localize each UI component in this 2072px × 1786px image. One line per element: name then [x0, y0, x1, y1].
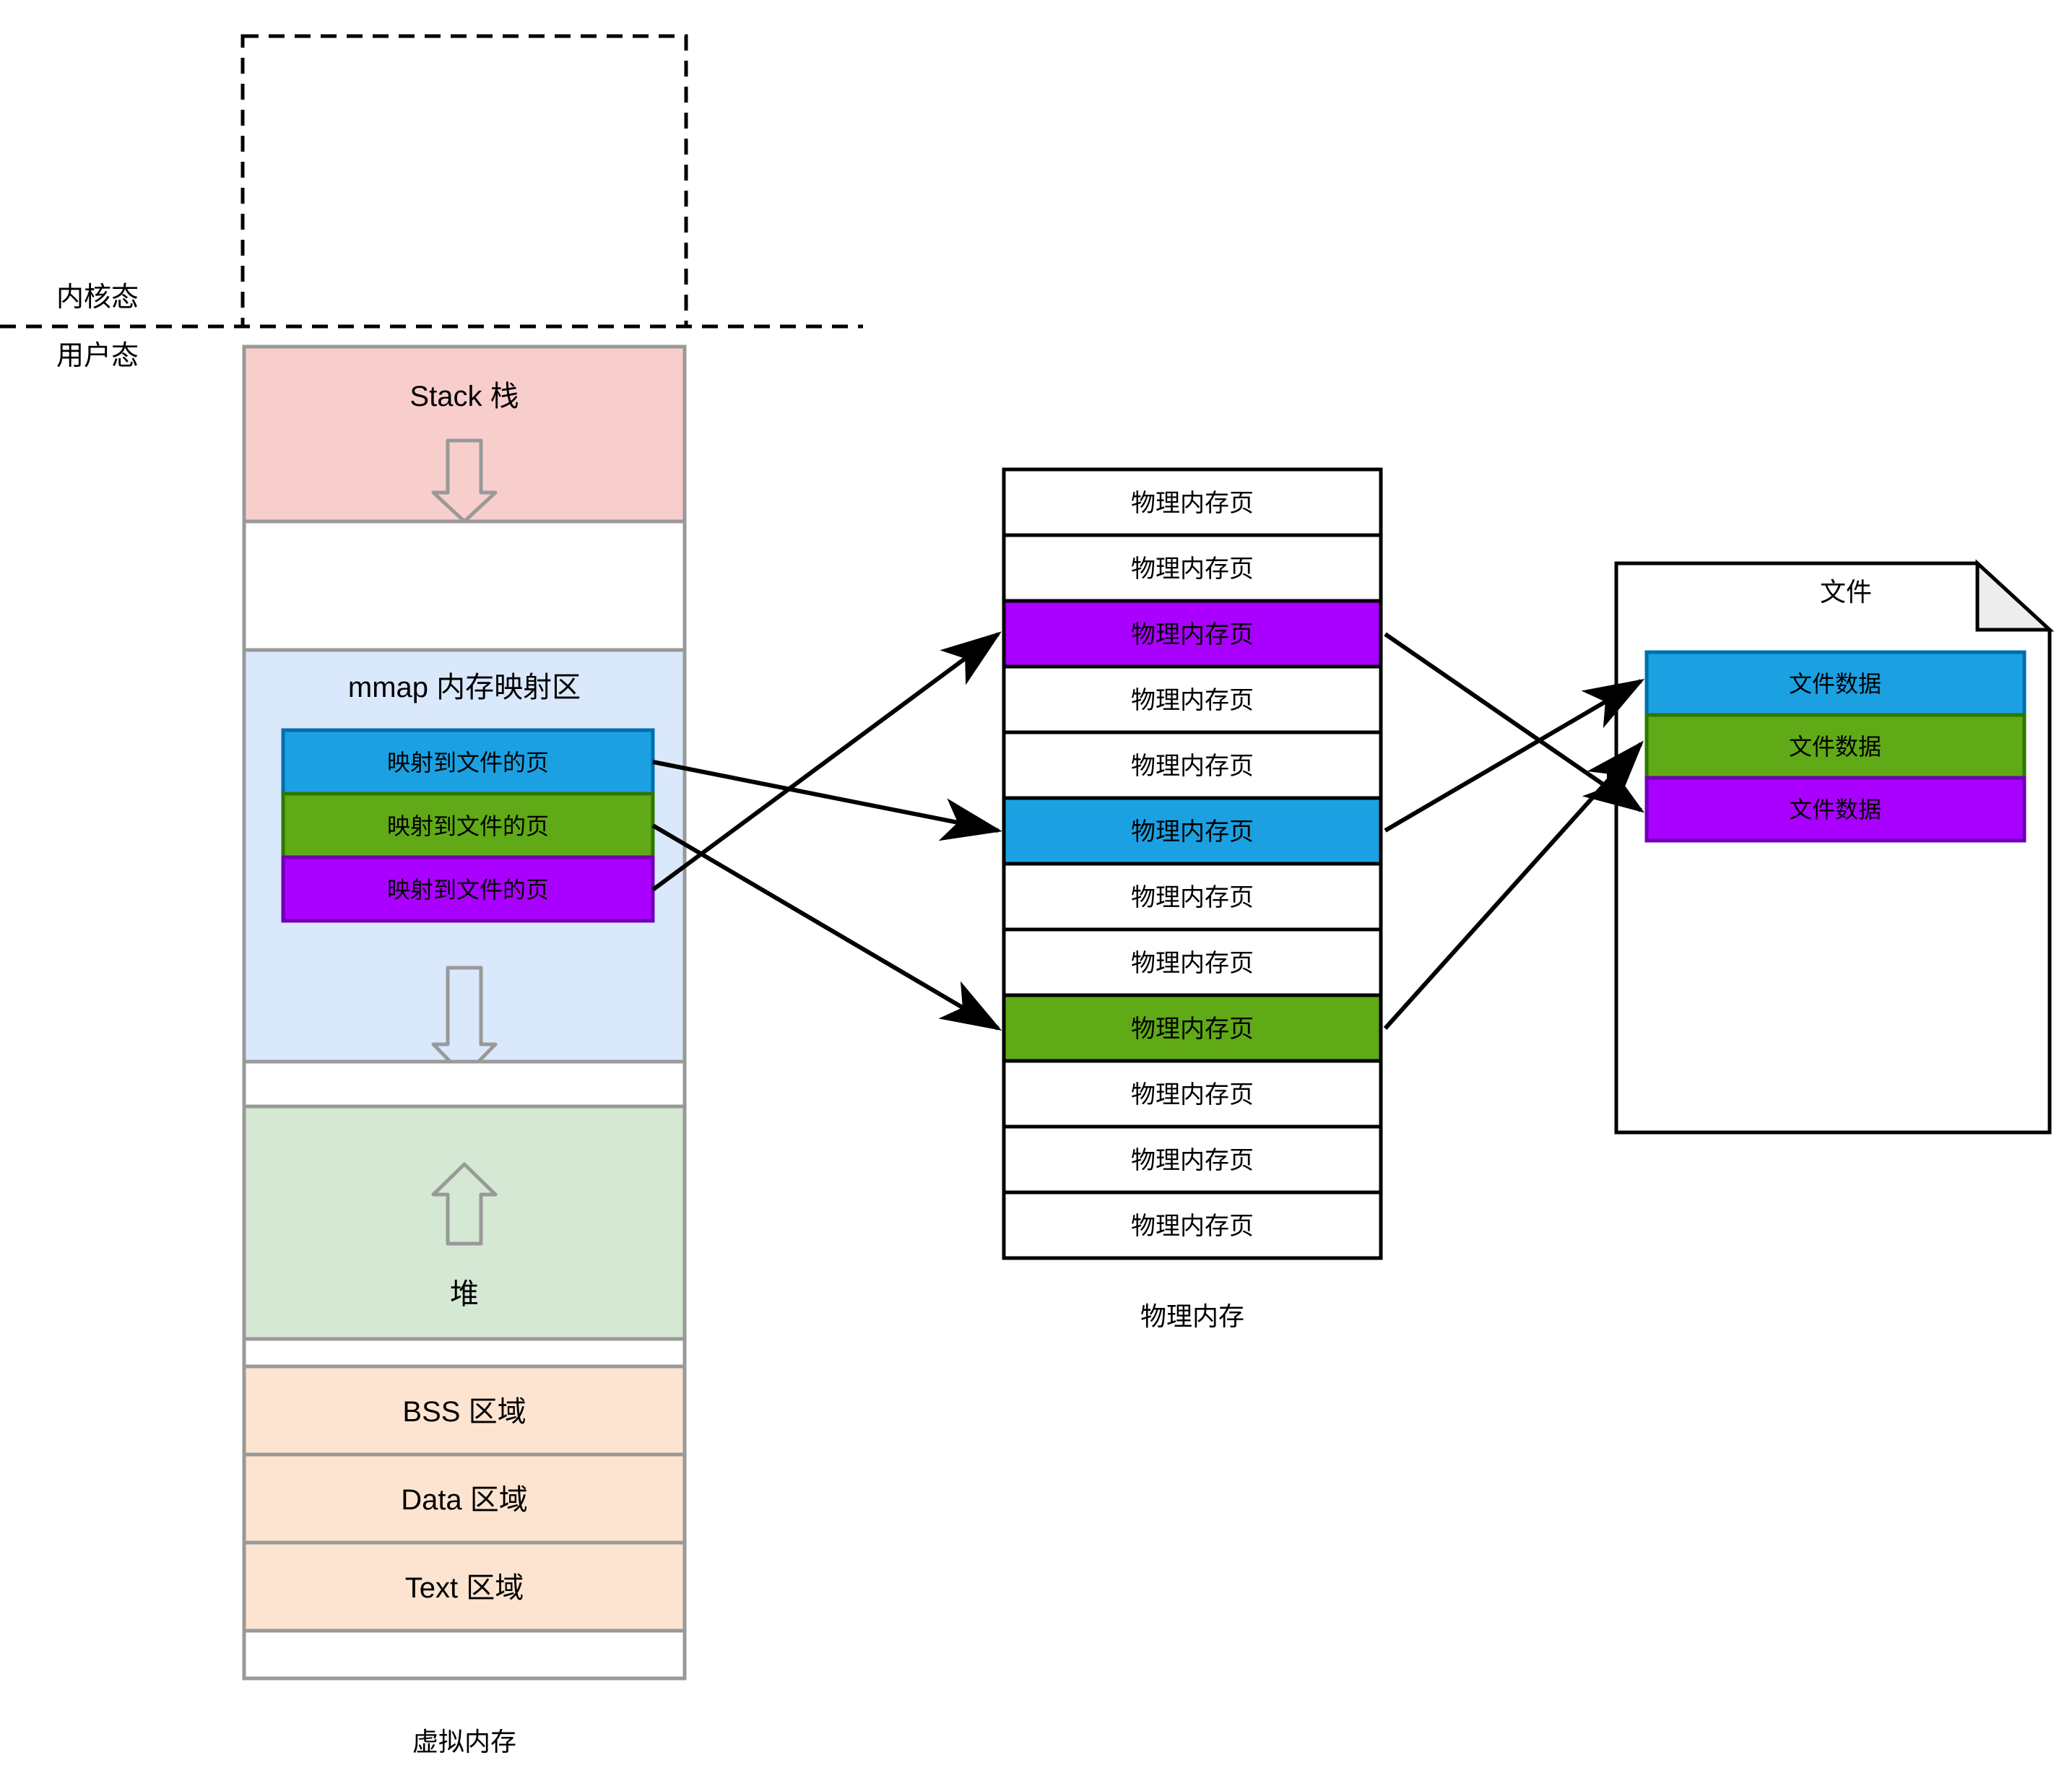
- physical-page-10-label: 物理内存页: [1131, 1081, 1254, 1109]
- file-data-block-purple-label: 文件数据: [1789, 797, 1881, 823]
- heap-growth-up-arrow-icon: [431, 1162, 498, 1246]
- virtual-memory-caption: 虚拟内存: [412, 1727, 516, 1756]
- pm-to-file-arrows: [1383, 632, 1645, 1031]
- physical-page-6[interactable]: [1002, 796, 1383, 866]
- physical-page-4[interactable]: [1002, 664, 1383, 734]
- physical-page-2[interactable]: [1002, 533, 1383, 603]
- segment-text[interactable]: [242, 1540, 687, 1633]
- segment-bss[interactable]: [242, 1364, 687, 1457]
- stack-growth-down-arrow-icon: [431, 438, 498, 524]
- segment-mmap-label: mmap 内存映射区: [348, 672, 581, 703]
- file-title-label: 文件: [1820, 577, 1872, 607]
- file-data-block-green-label: 文件数据: [1789, 734, 1881, 760]
- mapped-page-purple-label: 映射到文件的页: [387, 877, 549, 903]
- kernel-space-block: [240, 34, 688, 329]
- physical-page-8[interactable]: [1002, 927, 1383, 997]
- segment-gap-mmap-heap: [242, 1059, 687, 1109]
- segment-data[interactable]: [242, 1452, 687, 1545]
- arrow-vm-purple-to-pm-purple: [651, 631, 1002, 892]
- physical-page-7-label: 物理内存页: [1131, 884, 1254, 911]
- physical-page-9-label: 物理内存页: [1131, 1015, 1254, 1043]
- physical-memory-caption: 物理内存: [1140, 1301, 1244, 1331]
- file-data-block-blue[interactable]: [1644, 650, 2027, 717]
- mapped-page-green-label: 映射到文件的页: [387, 813, 549, 839]
- physical-page-7[interactable]: [1002, 862, 1383, 932]
- physical-page-2-label: 物理内存页: [1131, 555, 1254, 583]
- user-mode-label: 用户态: [56, 341, 139, 371]
- segment-stack[interactable]: [242, 344, 687, 524]
- segment-gap-heap-bss: [242, 1337, 687, 1369]
- vm-to-pm-arrows: [651, 631, 1002, 1031]
- physical-page-6-label: 物理内存页: [1131, 818, 1254, 846]
- segment-gap-stack-mmap: [242, 519, 687, 652]
- kernel-mode-label: 内核态: [56, 282, 139, 313]
- mapped-page-blue[interactable]: [281, 728, 655, 796]
- segment-stack-label: Stack 栈: [409, 381, 519, 412]
- segment-heap[interactable]: [242, 1104, 687, 1341]
- segment-heap-label: 堆: [450, 1278, 479, 1310]
- arrow-vm-blue-to-pm-blue: [652, 760, 1002, 841]
- mapped-page-blue-label: 映射到文件的页: [387, 750, 549, 776]
- arrow-pm-green-to-file-green: [1383, 740, 1644, 1031]
- physical-page-3-label: 物理内存页: [1131, 621, 1254, 649]
- arrow-vm-green-to-pm-green: [651, 823, 1002, 1031]
- file-data-block-purple[interactable]: [1644, 776, 2027, 843]
- file-data-block-blue-label: 文件数据: [1789, 671, 1881, 697]
- physical-page-4-label: 物理内存页: [1131, 687, 1254, 714]
- physical-memory-column: 物理内存页 物理内存页 物理内存页 物理内存页 物理内存页 物理内存页 物理内存…: [1002, 467, 1383, 1331]
- physical-page-12-label: 物理内存页: [1131, 1213, 1254, 1240]
- mapped-page-purple[interactable]: [281, 855, 655, 923]
- virtual-memory-column: Stack 栈 mmap 内存映射区 映射到文件的页 映射到文件的页 映射到文件…: [240, 34, 688, 1756]
- file-data-block-green[interactable]: [1644, 713, 2027, 780]
- physical-page-8-label: 物理内存页: [1131, 950, 1254, 977]
- segment-gap-bottom: [242, 1629, 687, 1681]
- file-corner-fold-icon: [1975, 559, 2055, 632]
- physical-page-1[interactable]: [1002, 467, 1383, 537]
- physical-page-5[interactable]: [1002, 730, 1383, 800]
- segment-data-label: Data 区域: [401, 1484, 528, 1516]
- physical-page-5-label: 物理内存页: [1131, 753, 1254, 780]
- physical-page-12[interactable]: [1002, 1190, 1383, 1260]
- file-block: 文件 文件数据 文件数据 文件数据: [1614, 559, 2055, 1135]
- physical-page-1-label: 物理内存页: [1131, 490, 1254, 517]
- file-outline: [1614, 561, 2052, 1135]
- physical-page-9[interactable]: [1002, 993, 1383, 1063]
- physical-page-11-label: 物理内存页: [1131, 1147, 1254, 1174]
- segment-text-label: Text 区域: [405, 1572, 524, 1604]
- segment-bss-label: BSS 区域: [402, 1396, 526, 1428]
- arrow-pm-blue-to-file-blue: [1384, 678, 1645, 833]
